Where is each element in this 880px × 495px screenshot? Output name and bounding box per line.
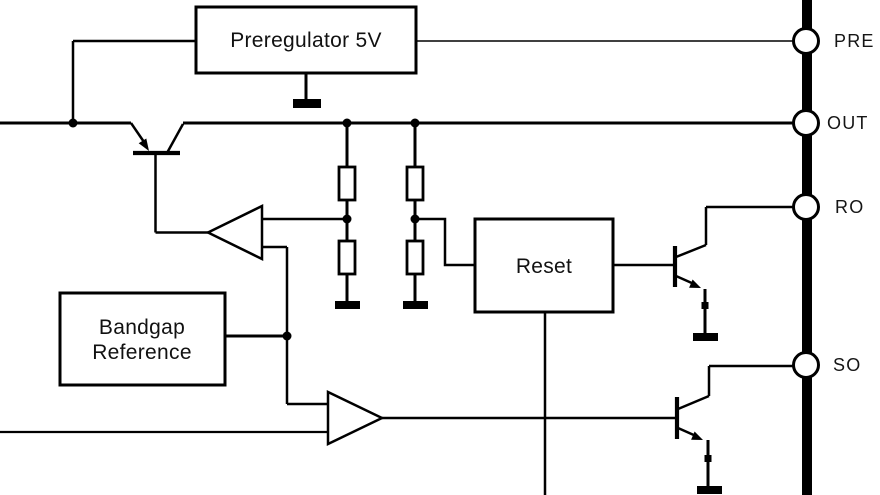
pin-so-label: SO [833,355,861,375]
pin-pre-label: PRE [834,31,875,51]
ro-transistor-emitter-arrow-icon [689,279,701,288]
ro-emitter-node-dot [701,302,709,309]
pass-transistor-emitter [129,122,146,143]
ro-ground-bar-icon [693,333,718,341]
junction-dot-divider1-top [342,118,352,128]
divider2-resistor-top [405,165,425,202]
divider1-ground-bar-icon [335,301,360,309]
divider2-tap-to-reset [415,217,475,267]
preregulator-ground-bar-icon [293,99,321,108]
bandgap-label-line1: Bandgap [99,316,185,339]
supply-bus-bar [802,0,812,495]
comparator-amp-triangle [326,390,385,446]
error-amp-triangle [205,203,264,262]
ro-transistor-collector-diag [675,243,707,259]
pin-ro-label: RO [835,197,864,217]
so-transistor-collector-diag [677,394,710,411]
pin-so-terminal [792,351,820,379]
pass-transistor-emitter-arrow-icon [138,138,149,151]
reset-label: Reset [516,255,572,278]
reset-box [473,217,615,314]
junction-dot-divider1-mid [342,214,352,224]
pin-pre-terminal [792,27,820,55]
junction-dot-divider2-mid [410,214,420,224]
divider2-ground-bar-icon [403,301,428,309]
so-transistor-emitter-arrow-icon [691,431,703,440]
junction-dot-bandgap-tap [282,331,292,341]
divider1-resistor-top [337,165,357,202]
pin-out-label: OUT [827,113,869,133]
preregulator-label: Preregulator 5V [230,29,382,52]
bandgap-reference-box [58,291,227,387]
bandgap-label-line2: Reference [92,341,192,364]
ro-transistor-emitter-diag [675,274,695,286]
pin-ro-terminal [792,193,820,221]
junction-dot-divider2-top [410,118,420,128]
pin-out-terminal [792,109,820,137]
so-transistor-emitter-diag [677,426,697,438]
pass-transistor-collector [165,123,185,154]
preregulator-box [194,5,418,75]
divider1-resistor-bottom [337,239,357,276]
divider2-resistor-bottom [405,239,425,276]
so-ground-bar-icon [697,486,722,494]
so-emitter-node-dot [704,455,712,462]
junction-dot-input-tap [68,118,78,128]
